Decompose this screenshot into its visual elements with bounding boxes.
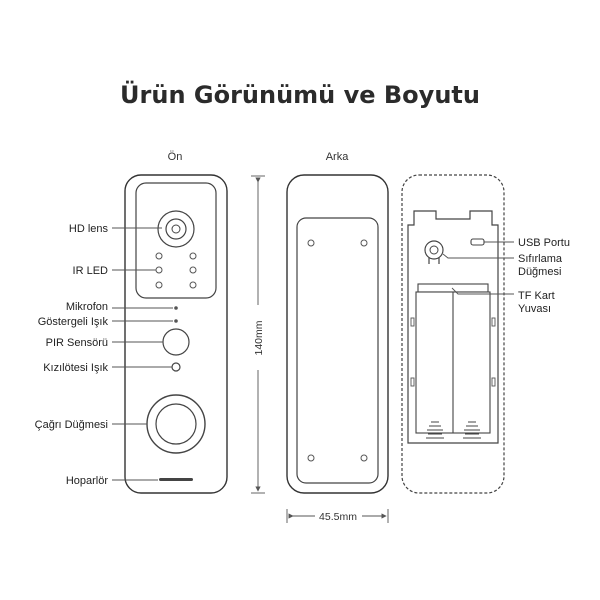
pir-sensor-icon: [162, 328, 190, 356]
page-title: Ürün Görünümü ve Boyutu: [120, 79, 480, 109]
width-dimension: 45.5mm: [286, 509, 389, 523]
label-tf-line2: Yuvası: [518, 303, 551, 315]
label-microphone: Mikrofon: [66, 301, 108, 313]
back-view: [286, 174, 389, 494]
battery-spring-icons: [426, 421, 481, 439]
hd-lens-icon: [157, 210, 195, 248]
label-pir-sensor: PIR Sensörü: [46, 337, 108, 349]
label-usb-port: USB Portu: [518, 237, 570, 249]
usb-port-icon: [470, 238, 485, 246]
height-dimension-label: 140mm: [253, 320, 265, 355]
microphone-icon: [174, 306, 178, 310]
label-hd-lens: HD lens: [69, 223, 109, 235]
back-plate: [296, 217, 379, 484]
speaker-grille-icon: [159, 478, 193, 481]
ir-led-icons: [155, 252, 197, 289]
front-leaders: [112, 227, 173, 481]
label-call-button: Çağrı Düğmesi: [35, 419, 108, 431]
label-indicator-light: Göstergeli Işık: [38, 316, 109, 328]
front-view: [124, 174, 228, 494]
infrared-light-icon: [171, 362, 181, 372]
label-ir-led: IR LED: [73, 265, 109, 277]
front-view-label: Ön: [168, 151, 183, 163]
back-leaders: [442, 241, 514, 295]
indicator-light-icon: [174, 319, 178, 323]
mounting-holes: [307, 239, 368, 462]
open-back-view: [401, 174, 505, 494]
height-dimension: 140mm: [251, 175, 265, 494]
label-infrared-light: Kızılötesi Işık: [43, 362, 108, 374]
label-speaker: Hoparlör: [66, 475, 109, 487]
label-tf-line1: TF Kart: [518, 290, 555, 302]
width-dimension-label: 45.5mm: [319, 511, 357, 523]
reset-button-icon: [424, 240, 444, 264]
back-view-label: Arka: [326, 151, 350, 163]
tf-card-slot-icon: [417, 283, 489, 293]
label-reset-line2: Düğmesi: [518, 266, 561, 278]
battery-bay-notches: [410, 317, 496, 387]
label-reset-line1: Sıfırlama: [518, 253, 563, 265]
call-button-icon: [146, 394, 206, 454]
